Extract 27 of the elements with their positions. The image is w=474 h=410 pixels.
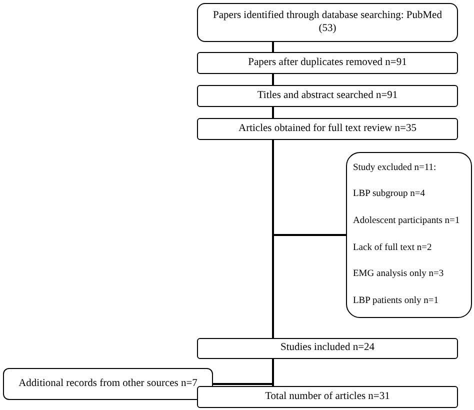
list-item: EMG analysis only n=3 xyxy=(353,269,444,281)
box-text: Total number of articles n=31 xyxy=(265,390,390,404)
process-box xyxy=(197,85,458,107)
connector-line xyxy=(272,107,274,118)
process-box xyxy=(197,52,458,74)
connector-line xyxy=(272,359,274,386)
list-item: LBP subgroup n=4 xyxy=(353,189,426,201)
box-text: Papers identified through database searching: PubMed (53) xyxy=(212,10,443,36)
box-heading: Study excluded n=11: xyxy=(353,162,436,174)
box-text: Papers after duplicates removed n=91 xyxy=(248,56,407,70)
list-item: LBP patients only n=1 xyxy=(353,296,438,308)
process-box xyxy=(197,118,458,140)
box-text: Additional records from other sources n=7 xyxy=(18,378,198,390)
connector-line xyxy=(272,42,274,52)
process-box xyxy=(197,386,458,408)
process-box xyxy=(197,3,458,42)
process-box xyxy=(346,152,472,318)
connector-line xyxy=(272,74,274,85)
connector-line xyxy=(272,140,274,338)
list-item: Lack of full text n=2 xyxy=(353,242,432,254)
list-item: Adolescent participants n=1 xyxy=(353,216,460,228)
box-text: Studies included n=24 xyxy=(280,342,374,355)
box-text: Titles and abstract searched n=91 xyxy=(257,90,398,102)
process-box xyxy=(3,368,213,400)
box-text: Articles obtained for full text review n=35 xyxy=(238,122,416,136)
connector-line xyxy=(213,383,274,386)
process-box xyxy=(197,338,458,359)
